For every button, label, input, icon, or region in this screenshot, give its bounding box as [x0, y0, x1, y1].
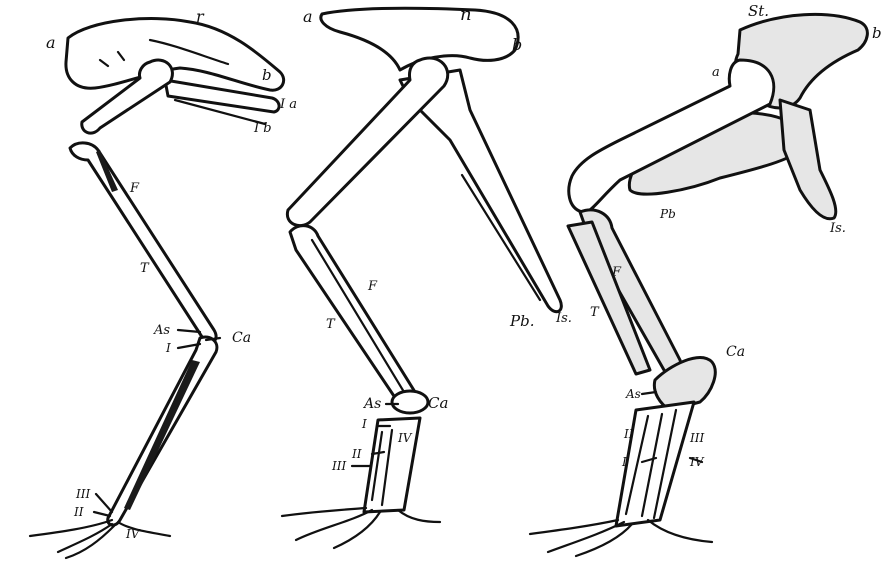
label-bird-a: a: [46, 33, 56, 52]
label-bird-ia: I a: [279, 97, 297, 112]
label-bird-ca: Ca: [232, 330, 251, 346]
bird-metatarsal-shading: [124, 360, 200, 510]
label-bird-iii: III: [75, 487, 90, 501]
bird-ilium-bone: [66, 19, 284, 91]
label-middle-t: T: [326, 317, 336, 332]
label-middle-a: a: [303, 7, 313, 26]
label-middle-ca: Ca: [428, 394, 448, 412]
label-bird-as: As: [153, 323, 170, 338]
label-dino-b: b: [872, 24, 882, 42]
label-middle-n: n: [460, 4, 472, 25]
label-middle-iv: IV: [397, 431, 413, 445]
middle-tibia-bone: [290, 226, 421, 411]
label-dino-is: Is.: [829, 221, 846, 236]
label-bird-r: r: [196, 7, 205, 26]
middle-femur-bone: [287, 58, 447, 226]
label-middle-b: b: [512, 35, 522, 54]
label-bird-iv: IV: [125, 527, 141, 541]
label-middle-as: As: [362, 396, 381, 412]
bird-leg-skeleton: [30, 19, 284, 558]
label-middle-iii: III: [331, 459, 346, 473]
label-bird-f: F: [129, 181, 140, 196]
label-middle-ii: II: [351, 447, 362, 461]
label-dino-pb: Pb: [659, 207, 676, 221]
label-dino-ii: II: [623, 427, 634, 441]
label-middle-is: Is.: [555, 311, 572, 326]
middle-astragalus: [392, 391, 428, 413]
label-bird-b: b: [262, 66, 272, 84]
label-bird-ii: II: [73, 505, 84, 519]
label-dino-a: a: [712, 65, 720, 80]
label-dino-as: As: [625, 387, 641, 401]
label-middle-f: F: [367, 279, 378, 294]
label-dino-i: I: [621, 455, 627, 469]
label-middle-pb: Pb.: [509, 312, 534, 330]
middle-fibula: [312, 240, 404, 392]
label-dino-st: St.: [748, 2, 769, 20]
bird-toes: [30, 520, 170, 558]
label-bird-i: I: [165, 341, 171, 355]
bird-tibiotarsus-bone: [70, 143, 216, 342]
label-bird-ib: I b: [253, 121, 272, 136]
label-bird-t: T: [140, 261, 150, 276]
middle-toes: [282, 508, 440, 548]
label-dino-t: T: [590, 305, 600, 320]
label-dino-f: F: [611, 265, 622, 280]
label-middle-i: I: [361, 417, 367, 431]
middle-leg-skeleton: [282, 8, 561, 548]
label-dino-ca: Ca: [726, 344, 745, 360]
dinosaur-ischium-bone: [780, 100, 836, 219]
label-dino-iii: III: [689, 431, 704, 445]
dinosaur-leg-skeleton: [530, 14, 867, 556]
